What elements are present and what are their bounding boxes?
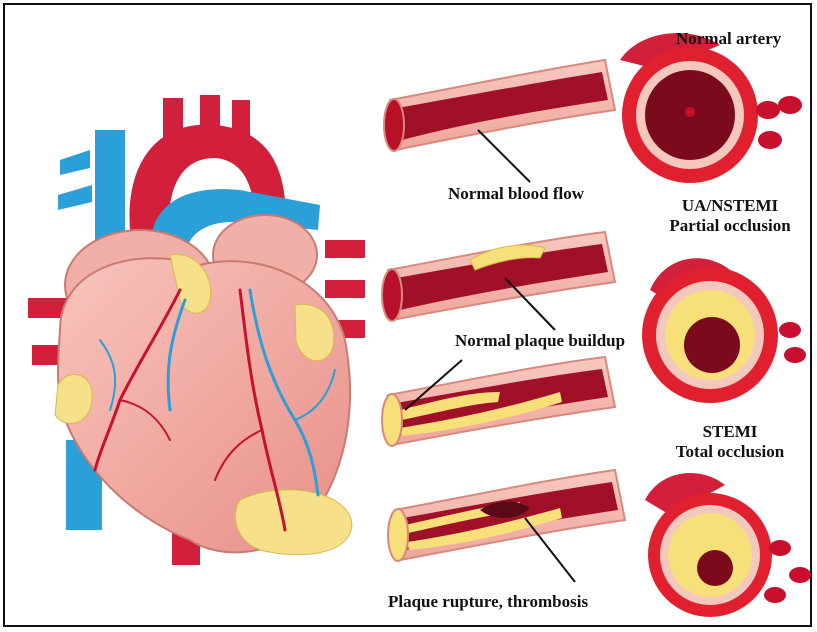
artery-tube-normal xyxy=(384,60,615,151)
pulmonary-vein-top2 xyxy=(58,185,92,210)
cross-section-partial-occlusion xyxy=(642,258,806,403)
label-stemi-subtitle: Total occlusion xyxy=(650,442,810,462)
label-normal-artery: Normal artery xyxy=(676,29,781,49)
artery-tube-thick-plaque xyxy=(382,357,615,446)
aorta-branch-1 xyxy=(163,98,183,143)
label-ua-nstemi-subtitle: Partial occlusion xyxy=(650,216,810,236)
right-artery-1 xyxy=(325,240,365,258)
aorta-branch-2 xyxy=(200,95,220,140)
label-stemi: STEMI Total occlusion xyxy=(650,422,810,463)
label-stemi-title: STEMI xyxy=(650,422,810,442)
label-ua-nstemi-title: UA/NSTEMI xyxy=(650,196,810,216)
pulmonary-vein-top xyxy=(60,150,90,175)
artery-tube-rupture xyxy=(388,470,625,561)
label-ua-nstemi: UA/NSTEMI Partial occlusion xyxy=(650,196,810,237)
label-normal-plaque-buildup: Normal plaque buildup xyxy=(455,331,625,351)
right-artery-2 xyxy=(325,280,365,298)
pointer-normal-blood-flow xyxy=(478,130,530,182)
cross-section-normal xyxy=(620,33,802,183)
fat-deposit-4 xyxy=(235,490,352,555)
artery-tube-plaque xyxy=(382,232,615,321)
label-plaque-rupture: Plaque rupture, thrombosis xyxy=(388,592,588,612)
label-normal-blood-flow: Normal blood flow xyxy=(448,184,584,204)
aorta-branch-3 xyxy=(232,100,250,145)
heart-illustration xyxy=(28,95,365,565)
cross-section-total-occlusion xyxy=(645,473,811,617)
